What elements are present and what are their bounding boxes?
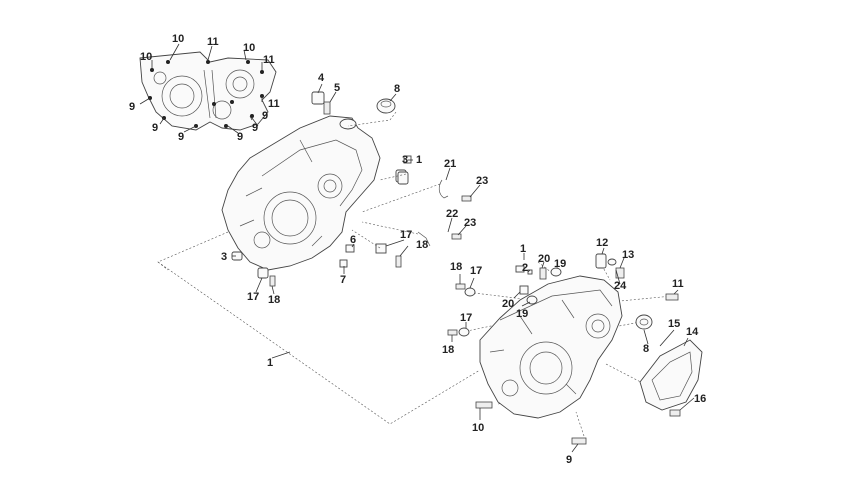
callout-20: 20 (538, 253, 550, 265)
callout-10: 10 (472, 422, 484, 434)
callout-17: 17 (400, 229, 412, 241)
callout-11: 11 (207, 36, 219, 48)
callout-14: 14 (686, 326, 699, 338)
callout-9: 9 (152, 122, 158, 134)
callout-20: 20 (502, 298, 514, 310)
callout-9: 9 (262, 110, 268, 122)
callout-9: 9 (566, 454, 572, 466)
callout-18: 18 (416, 239, 428, 251)
callout-9: 9 (237, 131, 243, 143)
callout-4: 4 (318, 72, 325, 84)
callout-10: 10 (172, 33, 184, 45)
callout-6: 6 (350, 234, 356, 246)
callout-19: 19 (554, 258, 566, 270)
callout-16: 16 (694, 393, 706, 405)
callout-8: 8 (394, 83, 400, 95)
callout-18: 18 (268, 294, 280, 306)
callout-23: 23 (464, 217, 476, 229)
callout-19: 19 (516, 308, 528, 320)
callout-21: 21 (444, 158, 456, 170)
callout-3: 3 (402, 154, 408, 166)
callout-9: 9 (252, 122, 258, 134)
callout-18: 18 (442, 344, 454, 356)
callout-2: 2 (522, 262, 528, 274)
callout-17: 17 (470, 265, 482, 277)
leader-lines-right (271, 247, 695, 453)
callout-1: 1 (520, 243, 526, 255)
assembly-dash-lines (157, 111, 673, 437)
callout-17: 17 (247, 291, 259, 303)
hardware-group-right (447, 253, 703, 445)
crankcase-right-half (479, 275, 623, 419)
callout-10: 10 (243, 42, 255, 54)
callout-7: 7 (340, 274, 346, 286)
callout-23: 23 (476, 175, 488, 187)
callout-15: 15 (668, 318, 680, 330)
callout-9: 9 (178, 131, 184, 143)
hardware-group-upper (257, 91, 472, 287)
callout-13: 13 (622, 249, 634, 261)
callout-11: 11 (672, 278, 684, 290)
callout-10: 10 (140, 51, 152, 63)
callout-12: 12 (596, 237, 608, 249)
callout-5: 5 (334, 82, 340, 94)
callout-1: 1 (267, 357, 273, 369)
callout-11: 11 (263, 54, 275, 66)
callout-17: 17 (460, 312, 472, 324)
callout-24: 24 (614, 280, 627, 292)
callout-18: 18 (450, 261, 462, 273)
callout-3: 3 (221, 251, 227, 263)
callout-1: 1 (416, 154, 422, 166)
callout-8: 8 (643, 343, 649, 355)
callout-11: 11 (268, 98, 280, 110)
callout-9: 9 (129, 101, 135, 113)
inset-crankcase-view (139, 43, 277, 134)
callout-22: 22 (446, 208, 458, 220)
leader-lines-upper (232, 83, 481, 295)
